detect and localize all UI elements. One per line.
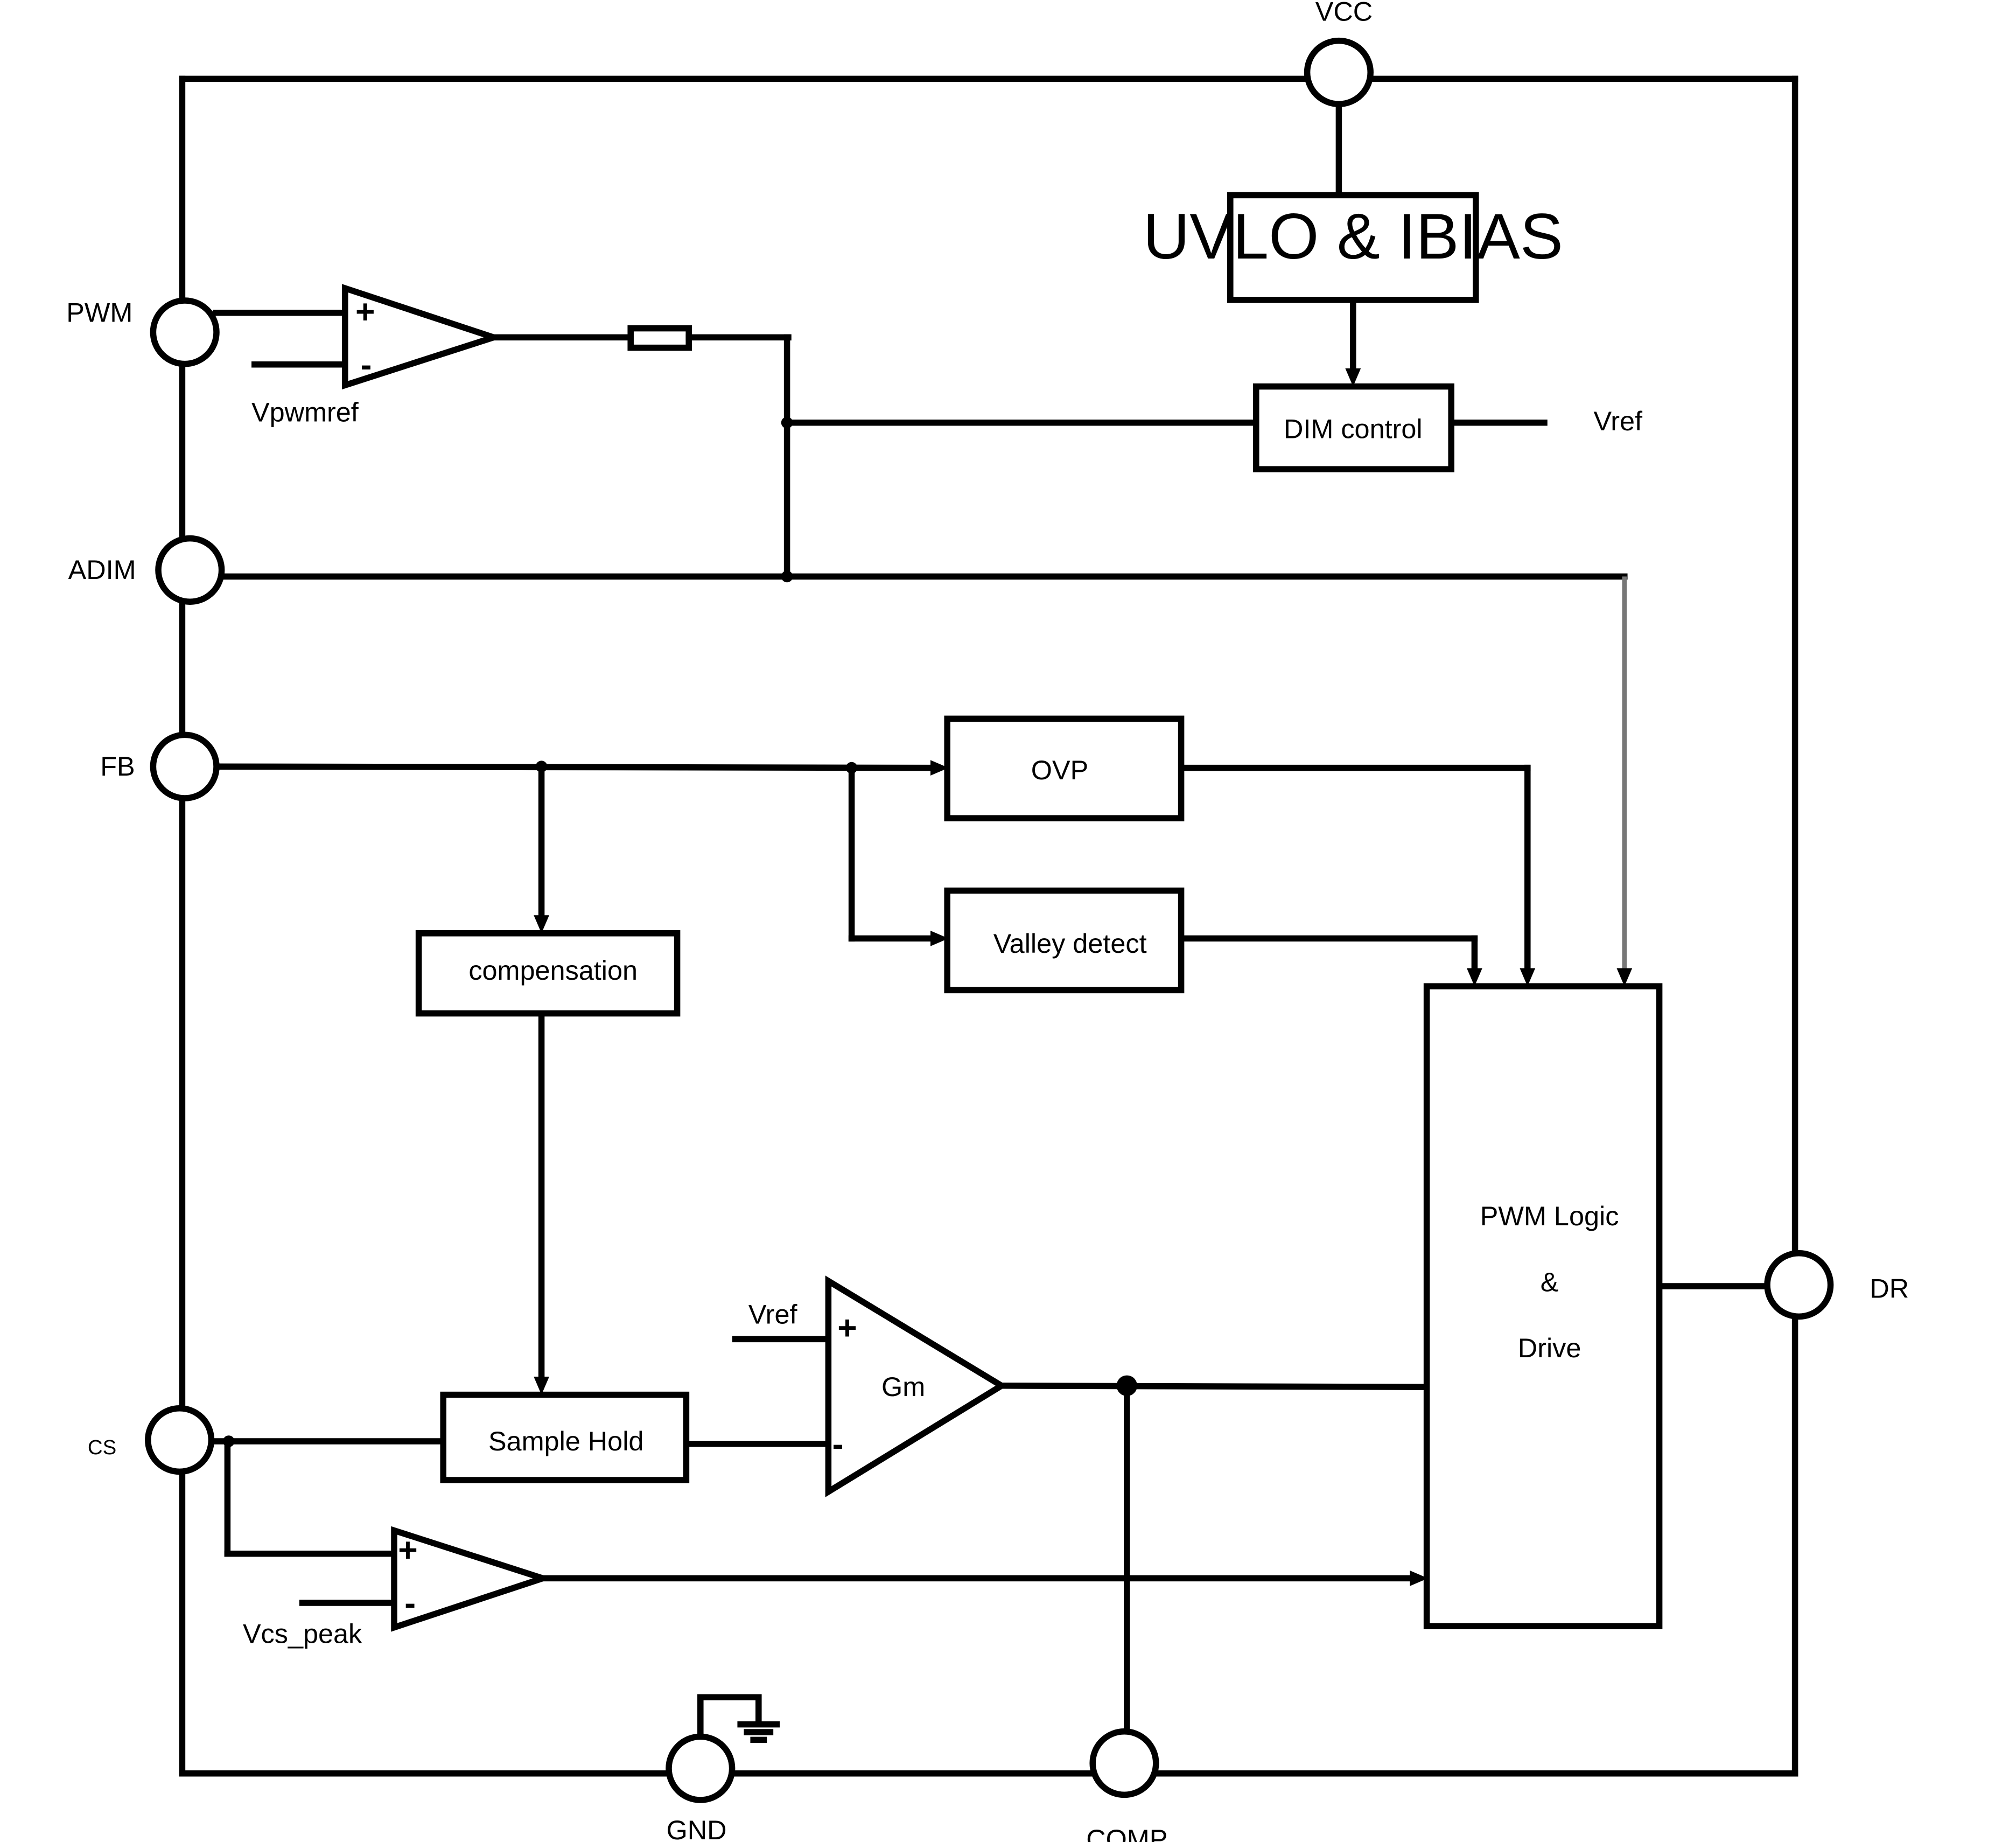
vref-gm-label: Vref <box>748 1299 798 1330</box>
gm-minus: - <box>832 1426 844 1463</box>
ovp-block: OVP <box>944 715 1185 821</box>
sample-hold-block: Sample Hold <box>440 1391 690 1483</box>
cs-pin-label: CS <box>88 1436 116 1459</box>
fb-to-valley-arrow <box>930 931 949 946</box>
gnd-pin-label: GND <box>667 1815 727 1842</box>
gm-label: Gm <box>881 1371 925 1402</box>
pwm-logic-drive-block: PWM Logic & Drive <box>1423 983 1663 1629</box>
gnd-pin <box>666 1733 736 1803</box>
drive-label: Drive <box>1518 1332 1581 1363</box>
gm-amplifier: + - Gm <box>825 1275 1008 1497</box>
adim-arrow <box>1616 968 1633 987</box>
valley-detect-label: Valley detect <box>993 928 1147 959</box>
chip-boundary <box>179 75 1798 1777</box>
vcc-pin-label: VCC <box>1315 0 1373 26</box>
adim-pin <box>155 535 225 605</box>
ground-symbol <box>697 1694 780 1743</box>
pwm-logic-label: PWM Logic <box>1480 1201 1619 1231</box>
ovp-arrow <box>1520 968 1536 987</box>
pwm-comp-minus: - <box>361 346 372 383</box>
compensation-label: compensation <box>468 955 638 986</box>
fb-wire <box>213 763 936 771</box>
pwm-logic-amp-label: & <box>1541 1267 1559 1297</box>
valley-arrow <box>1467 968 1482 987</box>
valley-detect-block: Valley detect <box>944 887 1185 994</box>
cs-pin <box>145 1405 215 1475</box>
comp-pin-label: COMP <box>1086 1824 1167 1842</box>
adim-pin-label: ADIM <box>68 554 136 585</box>
pwm-comp-plus: + <box>355 294 375 331</box>
fb-pin-label: FB <box>100 751 135 782</box>
dim-control-block: DIM control <box>1253 383 1454 472</box>
ovp-label: OVP <box>1031 755 1088 785</box>
cs-comp-plus: + <box>398 1532 417 1569</box>
gm-plus: + <box>837 1309 857 1346</box>
cs-peak-comparator: + - <box>391 1526 553 1632</box>
vcc-pin <box>1304 37 1374 107</box>
sample-hold-label: Sample Hold <box>488 1426 644 1456</box>
dr-pin <box>1764 1250 1834 1320</box>
uvlo-to-dim-arrow <box>1345 368 1361 387</box>
uvlo-ibias-block: UVLO & IBIAS <box>1143 192 1563 303</box>
cs-comp-minus: - <box>404 1585 416 1622</box>
fb-to-ovp-arrow <box>930 760 949 776</box>
vcs-peak-label: Vcs_peak <box>243 1618 362 1649</box>
fb-to-compensation-arrow <box>534 915 549 933</box>
pwm-pin-label: PWM <box>66 297 132 328</box>
junction-dim <box>781 417 793 429</box>
fb-pin <box>150 731 220 801</box>
peak-comp-arrow <box>1410 1571 1428 1586</box>
pwm-pin <box>150 297 220 367</box>
vpwmref-label: Vpwmref <box>251 396 359 427</box>
pwm-comparator: + - <box>342 284 504 390</box>
junction-adim <box>781 570 793 583</box>
uvlo-label: UVLO & IBIAS <box>1143 200 1563 273</box>
dr-pin-label: DR <box>1870 1273 1909 1304</box>
comp-pin <box>1089 1728 1159 1798</box>
vref-dim-label: Vref <box>1594 406 1643 436</box>
resistor <box>627 325 692 351</box>
compensation-to-sh-arrow <box>534 1377 549 1395</box>
gm-out-wire <box>998 1383 1430 1390</box>
compensation-block: compensation <box>415 930 681 1017</box>
dim-control-label: DIM control <box>1284 414 1423 444</box>
